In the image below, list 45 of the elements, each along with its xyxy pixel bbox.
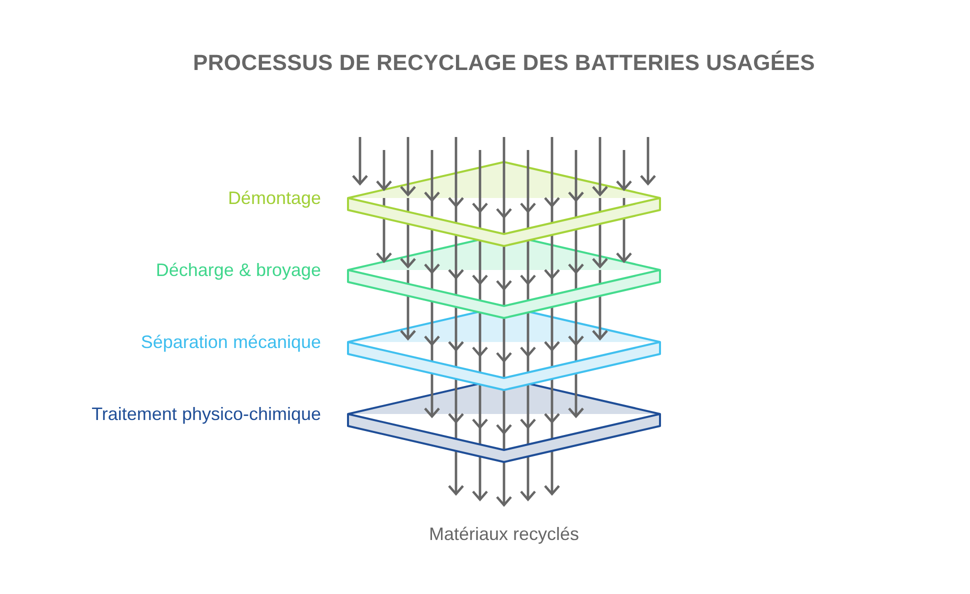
arrow (424, 200, 440, 274)
arrow (424, 272, 440, 346)
arrow (496, 433, 512, 506)
arrow (472, 150, 488, 213)
arrow (568, 150, 584, 202)
arrow (640, 137, 656, 185)
arrow (496, 361, 512, 434)
arrow (520, 284, 536, 357)
stage-label: Traitement physico-chimique (92, 403, 321, 425)
arrow (376, 150, 392, 190)
diagram-title: PROCESSUS DE RECYCLAGE DES BATTERIES USAGÉES (192, 49, 816, 76)
arrow (472, 428, 488, 501)
arrow (544, 206, 560, 280)
arrow (472, 356, 488, 429)
arrow (472, 212, 488, 285)
arrow (448, 278, 464, 352)
output-label: Matériaux recyclés (428, 523, 580, 545)
arrow (616, 150, 632, 190)
stage-label: Décharge & broyage (156, 259, 321, 281)
stage-label: Séparation mécanique (140, 331, 321, 353)
arrow (544, 278, 560, 352)
arrow (520, 428, 536, 501)
arrow (400, 137, 416, 196)
arrow (568, 200, 584, 274)
arrow (496, 289, 512, 362)
arrow (520, 150, 536, 213)
arrow (472, 284, 488, 357)
arrow (568, 344, 584, 418)
arrow (568, 272, 584, 346)
arrow (424, 150, 440, 202)
arrow (520, 356, 536, 429)
arrow (448, 350, 464, 424)
stage-label: Démontage (228, 187, 321, 209)
arrow (352, 137, 368, 185)
arrow (448, 137, 464, 208)
arrow (496, 137, 512, 218)
arrow (496, 217, 512, 290)
arrow (592, 137, 608, 196)
arrow (520, 212, 536, 285)
arrow (448, 206, 464, 280)
arrow (424, 344, 440, 418)
arrow (544, 350, 560, 424)
arrow (544, 137, 560, 208)
arrow (448, 422, 464, 496)
arrow (544, 422, 560, 496)
